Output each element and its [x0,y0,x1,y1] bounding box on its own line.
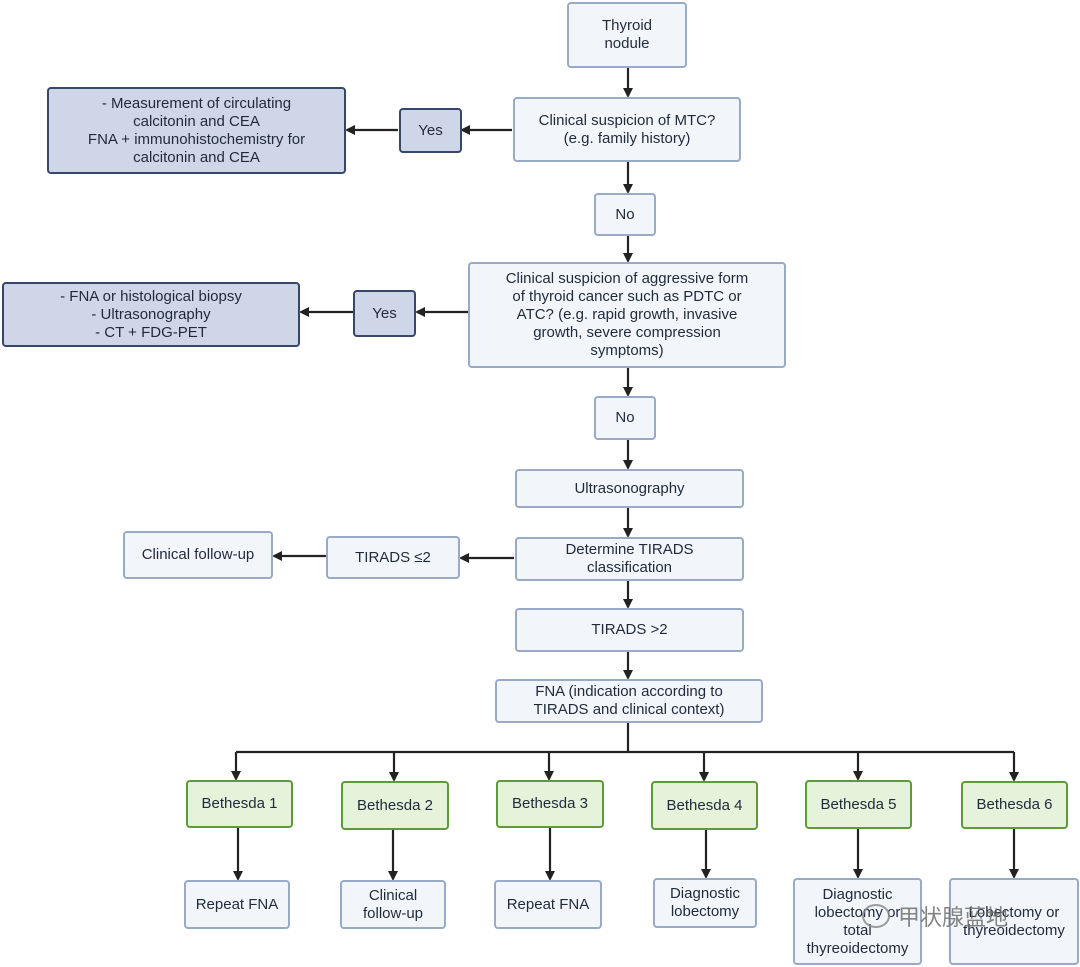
bethesda-5-box: Bethesda 5 [805,780,912,829]
node-label-line: - CT + FDG-PET [95,323,207,341]
aggressive-yes-box: Yes [353,290,416,337]
node-label-line: Clinical follow-up [141,546,255,563]
node-label-line: follow-up [362,904,424,922]
bethesda-4-box: Bethesda 4 [651,781,758,830]
node-label-line: (e.g. family history) [563,129,691,147]
node-label-line: No [615,409,635,426]
node-label-line: lobectomy [670,903,740,920]
node-label-line: Clinical suspicion of aggressive form [505,270,749,287]
bethesda-2-box: Bethesda 2 [341,781,449,830]
watermark-text: 甲状腺蓝地 [898,906,1009,931]
node-label-line: FNA + immunohistochemistry for [87,130,306,148]
tirads-gt2-box: TIRADS >2 [515,608,744,652]
aggressive-no-box: No [594,396,656,440]
node-label-line: nodule [604,35,650,52]
node-label-line: classification [586,559,673,576]
mtc-question-box: Clinical suspicion of MTC?(e.g. family h… [513,97,741,162]
node-label-line: Clinical [368,886,418,904]
node-label-line: Yes [418,121,443,139]
aggressive-yes-action-box: - FNA or histological biopsy- Ultrasonog… [2,282,300,347]
node-label-line: Bethesda 5 [820,795,897,813]
node-label-line: TIRADS ≤2 [355,548,431,566]
node-label-line: of thyroid cancer such as PDTC or [512,288,742,305]
node-label-line: TIRADS >2 [591,621,668,638]
node-label-line: - FNA or histological biopsy [60,287,242,305]
bethesda-1-box: Bethesda 1 [186,780,293,828]
node-label-line: Lobectomy or [968,903,1060,921]
node-label-line: ATC? (e.g. rapid growth, invasive [516,306,738,323]
node-label-line: Bethesda 3 [512,795,588,812]
node-label-line: calcitonin and CEA [133,112,260,130]
node-label-line: Determine TIRADS [565,541,694,558]
node-label-line: - Measurement of circulating [101,94,292,112]
mtc-no-box: No [594,193,656,236]
node-label-line: Repeat FNA [195,895,279,913]
node-label-line: Bethesda 6 [976,796,1053,813]
outcome-1-box: Repeat FNA [184,880,290,929]
node-label-line: Repeat FNA [506,895,590,913]
node-label-line: symptoms) [590,342,664,359]
node-label-line: calcitonin and CEA [133,148,260,166]
node-label-line: FNA (indication according to [535,683,723,700]
node-label-line: Bethesda 2 [357,796,433,814]
node-label-line: Diagnostic [822,885,893,903]
tirads-le2-box: TIRADS ≤2 [326,536,460,579]
node-label-line: Diagnostic [669,885,741,902]
ultrasonography-box: Ultrasonography [515,469,744,508]
node-label-line: TIRADS and clinical context) [533,701,725,718]
clinical-followup-box: Clinical follow-up [123,531,273,579]
node-label-line: Thyroid [601,17,653,34]
node-label-line: No [615,205,635,223]
node-label-line: thyreoidectomy [963,921,1065,939]
node-label-line: Clinical suspicion of MTC? [538,111,716,129]
node-label-line: Yes [372,304,397,322]
node-label-line: total [843,921,872,939]
node-label-line: Bethesda 4 [666,796,743,814]
node-label-line: Bethesda 1 [201,795,278,812]
node-label-line: thyreoidectomy [806,939,909,957]
node-label-line: Ultrasonography [574,479,685,497]
outcome-3-box: Repeat FNA [494,880,602,929]
bethesda-3-box: Bethesda 3 [496,780,604,828]
node-label-line: growth, severe compression [533,324,721,341]
node-label-line: - Ultrasonography [91,305,211,323]
chat-bubble-icon [862,904,890,928]
bethesda-6-box: Bethesda 6 [961,781,1068,829]
mtc-yes-box: Yes [399,108,462,153]
watermark: 甲状腺蓝地 [862,900,1008,932]
